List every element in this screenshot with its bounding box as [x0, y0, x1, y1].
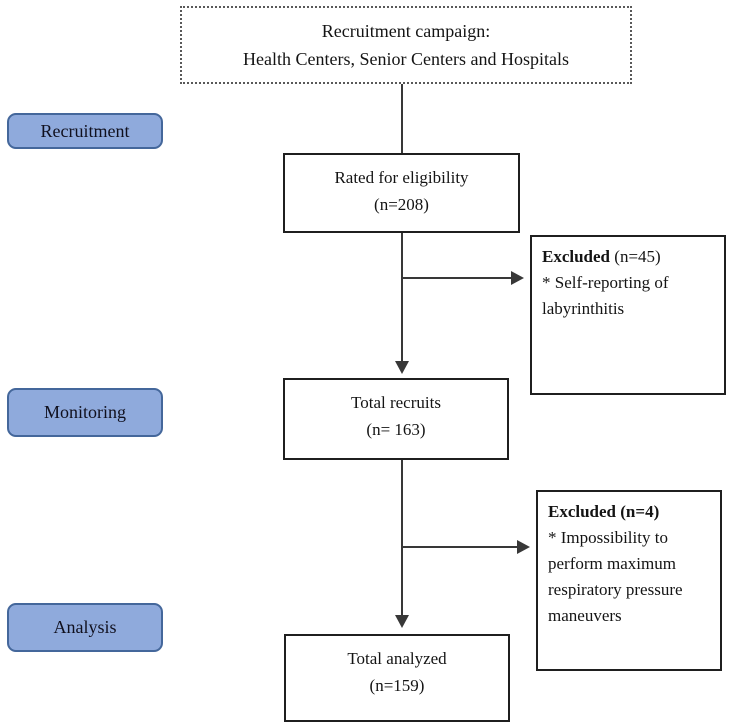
excluded-title-rest: (n=45)	[610, 247, 661, 266]
flow-box-count: (n=208)	[374, 195, 429, 214]
flow-box-rated-for-eligibility: Rated for eligibility (n=208)	[283, 153, 520, 233]
arrowhead-down-to-analyzed	[395, 615, 409, 628]
arrowhead-right-to-excluded-4	[517, 540, 530, 554]
stage-label-recruitment: Recruitment	[7, 113, 163, 149]
flow-box-label: Rated for eligibility	[334, 168, 469, 187]
stage-label-analysis: Analysis	[7, 603, 163, 652]
campaign-source-box: Recruitment campaign: Health Centers, Se…	[180, 6, 632, 84]
excluded-title-bold: Excluded (n=4)	[548, 502, 660, 521]
flow-box-total-analyzed: Total analyzed (n=159)	[284, 634, 510, 722]
stage-label-monitoring: Monitoring	[7, 388, 163, 437]
flow-box-count: (n=159)	[369, 676, 425, 695]
connector-rated-to-recruits-line	[401, 233, 403, 361]
connector-recruits-to-analyzed-line	[401, 460, 403, 615]
excluded-box-respiratory-maneuvers: Excluded (n=4) * Impossibility to perfor…	[536, 490, 722, 671]
campaign-line-1: Recruitment campaign:	[321, 21, 491, 41]
arrowhead-down-to-recruits	[395, 361, 409, 374]
flow-box-count: (n= 163)	[366, 420, 426, 439]
flow-box-total-recruits: Total recruits (n= 163)	[283, 378, 509, 460]
excluded-title: Excluded (n=4)	[548, 499, 710, 525]
excluded-reason: * Self-reporting of labyrinthitis	[542, 273, 669, 318]
excluded-reason: * Impossibility to perform maximum respi…	[548, 528, 683, 625]
connector-campaign-to-rated	[401, 84, 403, 153]
connector-to-excluded-45-line	[402, 277, 511, 279]
arrowhead-right-to-excluded-45	[511, 271, 524, 285]
connector-to-excluded-4-line	[402, 546, 517, 548]
flow-box-label: Total analyzed	[347, 649, 447, 668]
excluded-box-labyrinthitis: Excluded (n=45) * Self-reporting of laby…	[530, 235, 726, 395]
excluded-title: Excluded (n=45)	[542, 244, 714, 270]
excluded-title-bold: Excluded	[542, 247, 611, 266]
campaign-line-2: Health Centers, Senior Centers and Hospi…	[243, 49, 569, 69]
flow-box-label: Total recruits	[351, 393, 441, 412]
